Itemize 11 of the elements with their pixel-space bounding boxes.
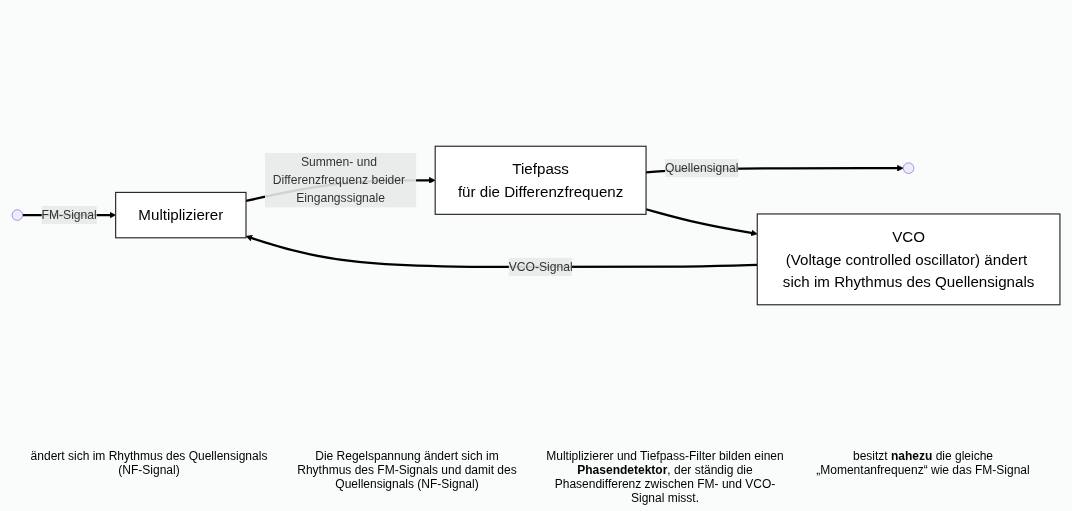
note-text: Die Regelspannung ändert sich im Rhythmus des FM-Signals und damit des Quellensignals (NF-Signal) (296, 449, 518, 493)
edge-label: Summen- und Differenzfrequenz beider Eingangssignale (272, 155, 406, 205)
note-text: Multiplizierer und Tiefpass-Filter bilden einen Phasendetektor, der ständig die Phasendifferenz zwischen FM- und VCO-Signal misst. (545, 449, 785, 505)
node-box: Multiplizierer (115, 191, 247, 239)
note-text: besitzt nahezu die gleiche „Momentanfrequenz“ wie das FM-Signal (815, 449, 1031, 479)
node-box: VCO (Voltage controlled oscillator) ändert sich im Rhythmus des Quellensignals (756, 213, 1061, 306)
edge-label: VCO-Signal (508, 260, 573, 273)
edge-label: Quellensignal (664, 161, 739, 175)
edge-label: FM-Signal (41, 208, 97, 222)
node-box: Tiefpass für die Differenzfrequenz (434, 145, 647, 215)
note-text: ändert sich im Rhythmus des Quellensignals (NF-Signal) (29, 449, 269, 479)
